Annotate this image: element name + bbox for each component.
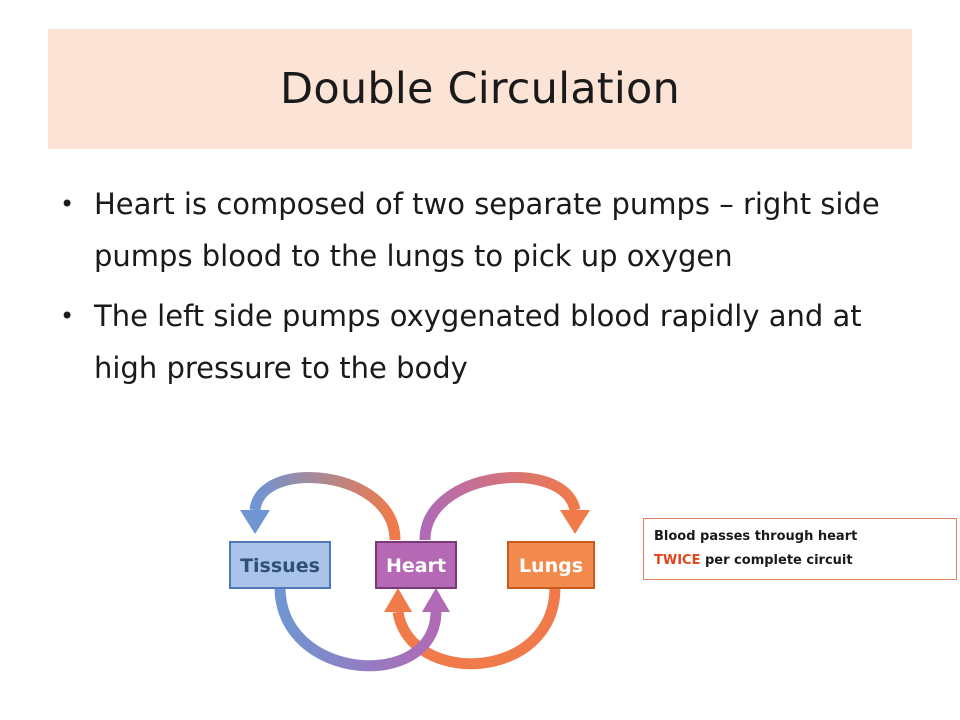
arrowhead-icon <box>560 510 590 534</box>
flow-arrow-tissues-to-heart <box>274 586 442 672</box>
node-lungs-label: Lungs <box>519 555 583 577</box>
bullet-dot-icon: • <box>60 302 75 330</box>
bullet-text: Heart is composed of two separate pumps … <box>94 187 880 273</box>
node-lungs: Lungs <box>507 541 595 589</box>
flow-arrow-lungs-to-heart <box>392 586 561 670</box>
callout-box: Blood passes through heart TWICE per com… <box>643 518 957 580</box>
bullet-list: • Heart is composed of two separate pump… <box>60 178 910 394</box>
flow-arrow-heart-to-tissues <box>249 471 401 541</box>
title-bar: Double Circulation <box>48 29 912 149</box>
arrowhead-icon <box>384 588 412 612</box>
node-tissues-label: Tissues <box>240 555 320 577</box>
flow-arrow-heart-to-lungs <box>419 471 581 541</box>
node-heart-box <box>375 541 457 589</box>
arrowhead-icon <box>422 588 450 612</box>
arrowhead-icon <box>240 510 270 534</box>
circulation-diagram: Tissues Heart Lungs <box>229 471 595 672</box>
bullet-item: • The left side pumps oxygenated blood r… <box>60 290 910 394</box>
callout-line-2-rest: per complete circuit <box>700 553 853 568</box>
callout-emphasis: TWICE <box>654 553 701 568</box>
callout-line-1: Blood passes through heart <box>654 529 858 544</box>
node-heart-label: Heart <box>386 555 446 577</box>
slide-title: Double Circulation <box>280 64 680 114</box>
node-heart: Heart <box>375 541 457 589</box>
callout-line-2: TWICE per complete circuit <box>654 549 946 573</box>
node-tissues-box <box>229 541 331 589</box>
node-lungs-box <box>507 541 595 589</box>
bullet-text: The left side pumps oxygenated blood rap… <box>94 299 862 385</box>
bullet-dot-icon: • <box>60 190 75 218</box>
node-tissues: Tissues <box>229 541 331 589</box>
bullet-item: • Heart is composed of two separate pump… <box>60 178 910 282</box>
